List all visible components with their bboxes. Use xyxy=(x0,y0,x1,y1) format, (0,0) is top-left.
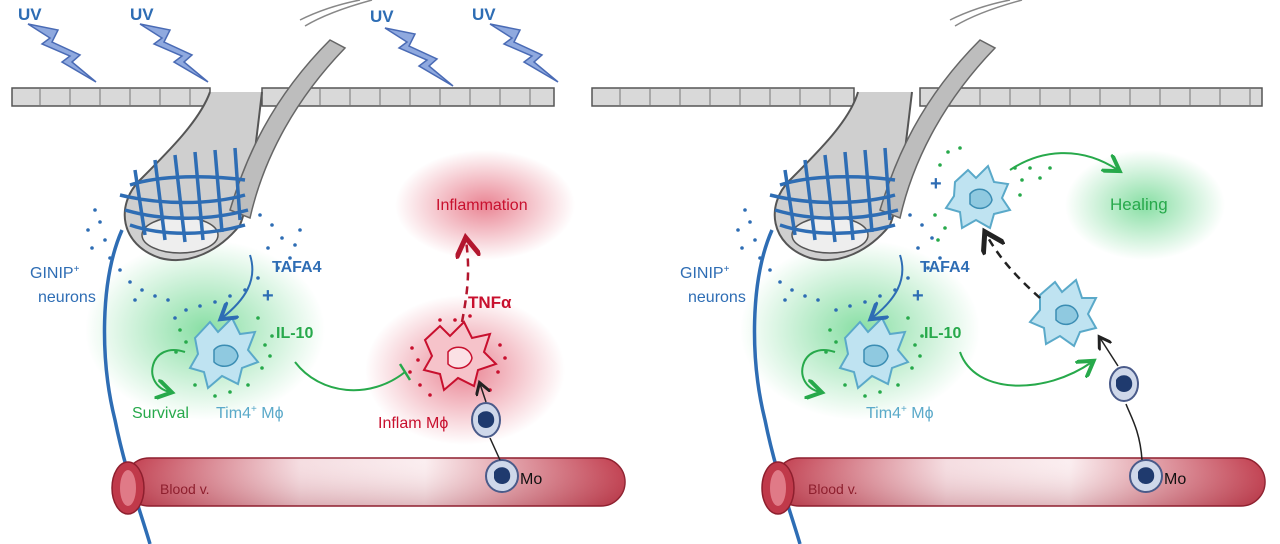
il10-activation-arrow xyxy=(959,351,1092,387)
healing-label: Healing xyxy=(1110,195,1168,214)
differentiation-arrow xyxy=(480,384,486,403)
il10-dots xyxy=(824,316,924,398)
monocyte-label: Mo xyxy=(520,471,542,488)
tim4-macrophage xyxy=(838,316,910,390)
inflammation-glow xyxy=(395,150,575,260)
tafa4-arrow xyxy=(222,254,254,318)
tim4-macrophage xyxy=(188,316,260,390)
tafa4-label: TAFA4 xyxy=(920,259,970,276)
inflam-mac-label: Inflam Mϕ xyxy=(378,415,448,432)
healing-arrow xyxy=(1009,152,1118,170)
plus-sign: + xyxy=(912,285,924,307)
monocyte-label: Mo xyxy=(1164,471,1186,488)
uv-bolt-icon xyxy=(27,23,97,83)
uv-label: UV xyxy=(18,5,42,24)
blood-vessel-label: Blood v. xyxy=(808,481,858,497)
migration-arrow xyxy=(1125,403,1143,461)
uv-label: UV xyxy=(370,7,394,26)
survival-label: Survival xyxy=(132,405,189,422)
ginip-label: GINIP+ xyxy=(30,264,80,282)
survival-arrow xyxy=(151,349,186,392)
monocyte xyxy=(485,459,519,493)
inflammation-label: Inflammation xyxy=(436,197,528,214)
healing-glow xyxy=(1065,150,1225,260)
inflammatory-macrophage xyxy=(422,320,498,392)
healing-macrophage xyxy=(944,164,1012,230)
inflammation-arrow xyxy=(462,240,468,323)
tim4-mac-label: Tim4+ Mϕ xyxy=(216,404,284,422)
tafa4-arrow xyxy=(872,254,904,318)
uv-label: UV xyxy=(472,5,496,24)
recruited-macrophage xyxy=(1028,278,1098,348)
uv-bolt-icon xyxy=(489,23,559,83)
differentiation-arrow xyxy=(1100,338,1119,367)
neurons-label: neurons xyxy=(688,289,746,306)
maturation-arrow xyxy=(986,234,1041,299)
migrating-monocyte xyxy=(471,402,501,438)
tim4-mac-label: Tim4+ Mϕ xyxy=(866,404,934,422)
left-panel: UV UV UV UV xyxy=(11,0,626,544)
uv-label: UV xyxy=(130,5,154,24)
il10-label: IL-10 xyxy=(924,325,961,342)
inhibition-bar xyxy=(398,363,412,381)
blood-vessel-label: Blood v. xyxy=(160,481,210,497)
il10-label: IL-10 xyxy=(276,325,313,342)
plus-sign: + xyxy=(262,285,274,307)
epidermis-layer xyxy=(11,87,555,107)
right-panel: GINIP+ neurons TAFA4 + + IL-10 Tim4+ Mϕ … xyxy=(591,0,1266,544)
plus-sign: + xyxy=(930,173,942,195)
tafa4-dots xyxy=(86,208,302,320)
epidermis-layer xyxy=(591,87,1263,107)
monocyte xyxy=(1129,459,1163,493)
uv-bolt-icon xyxy=(384,27,454,87)
ginip-label: GINIP+ xyxy=(680,264,730,282)
il10-dots xyxy=(174,316,274,398)
tnf-label: TNFα xyxy=(468,293,512,312)
survival-arrow xyxy=(801,349,836,392)
il10-inhibition-arrow xyxy=(294,361,406,392)
migrating-monocyte xyxy=(1109,366,1139,402)
tafa4-dots xyxy=(736,208,942,312)
uv-bolt-icon xyxy=(139,23,209,83)
migration-arrow xyxy=(489,437,501,461)
neurons-label: neurons xyxy=(38,289,96,306)
tafa4-label: TAFA4 xyxy=(272,259,322,276)
